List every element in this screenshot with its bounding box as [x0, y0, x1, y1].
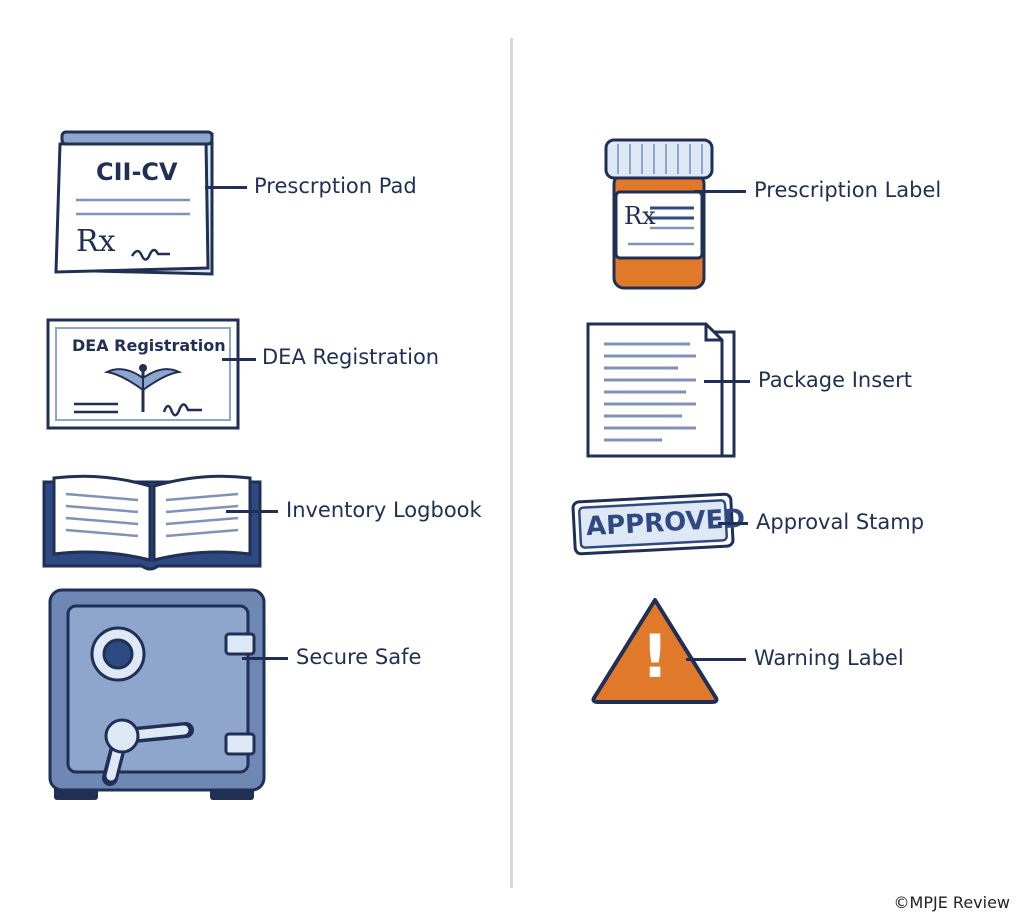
prescription-label-label: Prescription Label [754, 178, 942, 202]
safe-dial-icon [90, 626, 146, 682]
inventory-logbook-connector [226, 510, 278, 513]
bottle-rx-symbol: Rx [624, 202, 656, 230]
prescription-label-connector [694, 190, 746, 193]
prescription-pad-connector [205, 186, 247, 189]
package-insert-connector [704, 380, 750, 383]
secure-safe-label: Secure Safe [296, 645, 422, 669]
document-icon [586, 322, 736, 458]
approval-stamp: APPROVED [570, 490, 746, 558]
warning-label-label: Warning Label [754, 646, 904, 670]
inventory-logbook [42, 474, 262, 574]
warning-symbol: ! [641, 622, 669, 692]
pad-heading: CII-CV [96, 158, 178, 186]
warning-sign: ! [590, 594, 720, 706]
warning-triangle-icon [591, 598, 719, 704]
dea-registration-connector [222, 358, 256, 361]
safe-icon [48, 588, 266, 800]
caduceus-icon [103, 364, 183, 412]
pad-rx-symbol: Rx [76, 224, 116, 259]
certificate-icon [46, 318, 240, 430]
secure-safe-connector [242, 657, 288, 660]
approval-stamp-label: Approval Stamp [756, 510, 925, 534]
prescription-bottle: Rx [604, 138, 714, 292]
prescription-pad-icon [54, 130, 214, 276]
footer-credit: ©MPJE Review [893, 893, 1010, 912]
center-divider [510, 38, 513, 888]
dea-registration-certificate: DEA Registration [46, 318, 240, 430]
pill-bottle-icon [604, 138, 714, 290]
dea-registration-label: DEA Registration [262, 345, 440, 369]
prescription-pad: CII-CV Rx [50, 128, 220, 278]
inventory-logbook-label: Inventory Logbook [286, 498, 482, 522]
secure-safe [48, 588, 270, 806]
approval-stamp-connector [718, 522, 748, 525]
warning-label-connector [686, 658, 746, 661]
safe-handle-icon [102, 718, 194, 786]
prescription-pad-label: Prescrption Pad [254, 174, 417, 198]
open-book-icon [42, 474, 262, 571]
package-insert [586, 322, 738, 460]
stamp-icon [571, 492, 735, 556]
certificate-heading: DEA Registration [72, 336, 226, 355]
package-insert-label: Package Insert [758, 368, 912, 392]
